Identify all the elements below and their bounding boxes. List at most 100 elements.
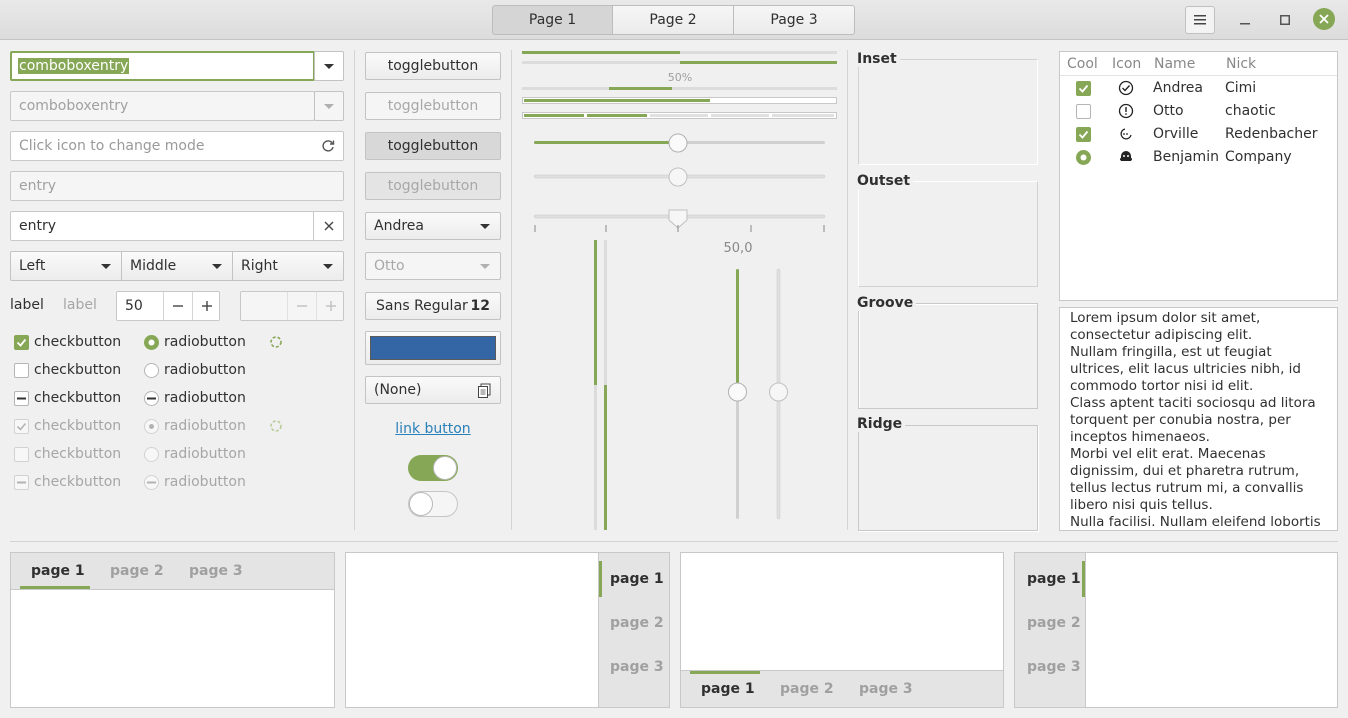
- v-progress-fill: [604, 385, 607, 530]
- radio-empty-icon: [144, 446, 159, 462]
- row-nick: Cimi: [1225, 80, 1257, 96]
- checkbutton-checked[interactable]: checkbutton: [14, 334, 121, 350]
- v-scale-handle[interactable]: [769, 382, 788, 402]
- checkbutton-unchecked[interactable]: checkbutton: [14, 362, 121, 378]
- tree-view: Cool Icon Name Nick Andrea Cimi Otto cha…: [1059, 51, 1338, 301]
- minimize-button[interactable]: [1234, 9, 1256, 31]
- radiobutton-unselected[interactable]: radiobutton: [144, 362, 246, 378]
- page-switcher: Page 1 Page 2 Page 3: [492, 5, 855, 35]
- mode-entry[interactable]: Click icon to change mode: [10, 131, 344, 161]
- tab-page-3[interactable]: page 3: [189, 563, 243, 579]
- tab-page-3[interactable]: page 3: [859, 681, 913, 697]
- switch-on[interactable]: [408, 455, 458, 481]
- table-row[interactable]: Orville Redenbacher: [1060, 123, 1337, 146]
- combo-middle[interactable]: Middle: [122, 251, 233, 281]
- column-icon[interactable]: Icon: [1112, 56, 1142, 72]
- checkbutton-label: checkbutton: [34, 334, 122, 350]
- minus-icon[interactable]: [163, 292, 192, 320]
- maximize-button[interactable]: [1274, 9, 1296, 31]
- radiobutton-label: radiobutton: [164, 418, 246, 434]
- tab-page-2[interactable]: page 2: [1027, 615, 1081, 631]
- checkbox-empty-icon[interactable]: [1076, 104, 1091, 119]
- tab-page-1[interactable]: page 1: [610, 571, 664, 587]
- combo-left[interactable]: Left: [10, 251, 122, 281]
- combo-otto-disabled: Otto: [365, 252, 501, 280]
- v-scale-handle[interactable]: [728, 382, 747, 402]
- text-view[interactable]: Lorem ipsum dolor sit amet, consectetur …: [1059, 307, 1338, 531]
- table-row[interactable]: Otto chaotic: [1060, 100, 1337, 123]
- switch-off[interactable]: [408, 491, 458, 517]
- scale-handle[interactable]: [668, 133, 688, 153]
- column-name[interactable]: Name: [1154, 56, 1196, 72]
- spinbutton[interactable]: 50: [116, 291, 220, 321]
- notebook-right: page 1 page 2 page 3: [345, 552, 670, 708]
- file-chooser-button[interactable]: (None): [365, 376, 501, 404]
- clear-icon[interactable]: [313, 212, 343, 240]
- radiobutton-label: radiobutton: [164, 474, 246, 490]
- notebook-tab-strip: page 1 page 2 page 3: [11, 553, 334, 590]
- checkbutton-label: checkbutton: [34, 474, 122, 490]
- page-2-label: Page 2: [649, 12, 697, 28]
- tab-page-1[interactable]: page 1: [701, 681, 755, 697]
- tab-page-2[interactable]: page 2: [110, 563, 164, 579]
- togglebutton-label: togglebutton: [387, 58, 479, 74]
- combo-left-label: Left: [19, 258, 46, 274]
- warning-icon: [1118, 103, 1134, 119]
- minimize-icon: [1240, 23, 1250, 25]
- color-button[interactable]: [365, 331, 501, 365]
- radiobutton-inconsistent[interactable]: radiobutton: [144, 390, 246, 406]
- togglebutton-label: togglebutton: [387, 178, 479, 194]
- togglebutton-label: togglebutton: [387, 98, 479, 114]
- text-line: Nulla facilisi. Nullam eleifend lobortis: [1070, 514, 1321, 530]
- refresh-icon[interactable]: [313, 132, 343, 160]
- switch-knob: [409, 492, 433, 516]
- close-button[interactable]: [1313, 8, 1335, 30]
- radio-selected-icon[interactable]: [1076, 150, 1091, 165]
- scale-handle[interactable]: [668, 167, 688, 187]
- progress-segment: [711, 114, 769, 117]
- entry-field[interactable]: entry: [10, 211, 344, 241]
- separator: [511, 50, 512, 530]
- progress-fill: [680, 61, 837, 64]
- label-disabled: label: [63, 297, 97, 313]
- table-row[interactable]: Benjamin Company: [1060, 146, 1337, 169]
- column-cool[interactable]: Cool: [1067, 56, 1098, 72]
- link-button[interactable]: link button: [395, 421, 471, 437]
- table-row[interactable]: Andrea Cimi: [1060, 77, 1337, 100]
- togglebutton-label: togglebutton: [387, 138, 479, 154]
- tab-page-1[interactable]: page 1: [1027, 571, 1081, 587]
- combo-andrea[interactable]: Andrea: [365, 212, 501, 240]
- progress-segment: [587, 114, 647, 117]
- plus-icon[interactable]: [192, 292, 220, 320]
- tab-page-2[interactable]: page 2: [780, 681, 834, 697]
- tab-indicator: [1082, 561, 1085, 597]
- comboboxentry-dropdown-button[interactable]: [314, 51, 344, 81]
- togglebutton-active[interactable]: togglebutton: [365, 132, 501, 160]
- checkbutton-inconsistent[interactable]: checkbutton: [14, 390, 121, 406]
- togglebutton[interactable]: togglebutton: [365, 52, 501, 80]
- row-name: Andrea: [1153, 80, 1203, 96]
- check-icon[interactable]: [1076, 81, 1091, 96]
- tab-page-3[interactable]: page 3: [610, 659, 664, 675]
- checkbutton-checked-disabled: checkbutton: [14, 418, 121, 434]
- tab-page-2[interactable]: page 2: [610, 615, 664, 631]
- checkbutton-label: checkbutton: [34, 418, 122, 434]
- comboboxentry-focused[interactable]: comboboxentry: [10, 51, 315, 81]
- progress-segment: [650, 114, 708, 117]
- scale-value-label: 50,0: [723, 241, 753, 256]
- tab-page-3[interactable]: page 3: [1027, 659, 1081, 675]
- radiobutton-selected[interactable]: radiobutton: [144, 334, 246, 350]
- frame-ridge: [858, 425, 1038, 531]
- combo-right[interactable]: Right: [233, 251, 344, 281]
- page-2-tab[interactable]: Page 2: [613, 5, 734, 35]
- menu-button[interactable]: [1185, 6, 1215, 34]
- column-nick[interactable]: Nick: [1226, 56, 1257, 72]
- scale-handle[interactable]: [668, 209, 688, 229]
- check-icon[interactable]: [1076, 127, 1091, 142]
- tab-page-1[interactable]: page 1: [31, 563, 85, 579]
- plus-icon: [316, 292, 344, 320]
- page-3-tab[interactable]: Page 3: [734, 5, 855, 35]
- page-1-tab[interactable]: Page 1: [492, 5, 613, 35]
- radiobutton-label: radiobutton: [164, 390, 246, 406]
